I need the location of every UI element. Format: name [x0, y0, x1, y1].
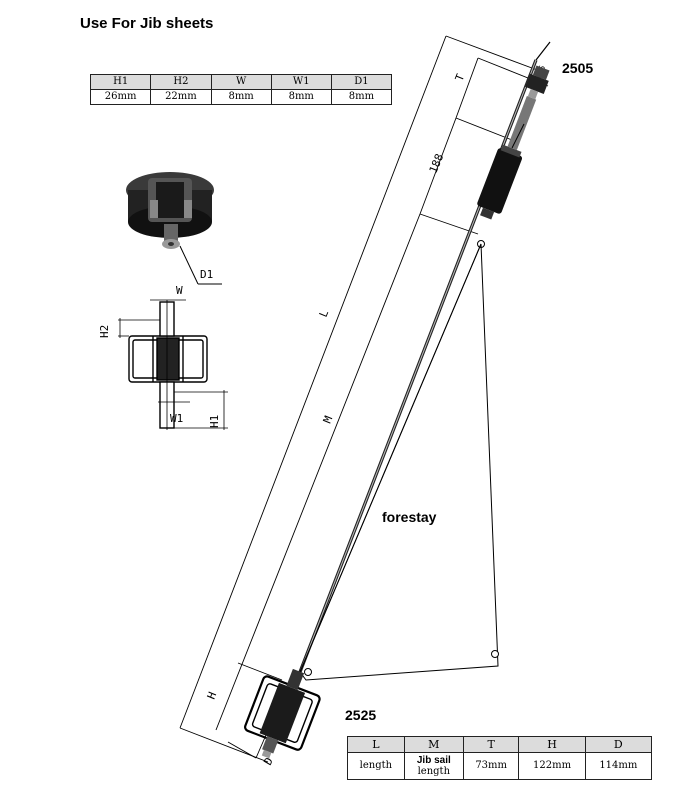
assembly-dimensions-table: L M T H D length Jib sail length 73mm 12…: [347, 736, 653, 780]
value-H: 122mm: [518, 752, 586, 780]
value-M-sub: length: [417, 766, 451, 777]
header-T: T: [462, 736, 520, 753]
top-fitting-assembly: [477, 65, 550, 220]
header-D: D: [584, 736, 653, 753]
label-M: M: [321, 414, 336, 425]
jib-sail-outline: [299, 243, 499, 681]
label-T: T: [453, 72, 468, 83]
bottom-part-number: 2525: [345, 707, 377, 723]
bottom-drum-assembly: [244, 668, 321, 759]
label-188: 188: [427, 152, 446, 175]
dimension-lines: [179, 35, 549, 763]
value-L: length: [347, 752, 405, 780]
page-title: Use For Jib sheets: [80, 15, 214, 32]
fitting-dimensions-table: H1 H2 W W1 D1 26mm 22mm 8mm 8mm 8mm: [89, 74, 393, 105]
label-h1: H1: [208, 415, 221, 428]
header-L: L: [347, 736, 405, 753]
value-M: Jib sail length: [403, 752, 464, 780]
fitting-3d-illustration: [126, 172, 222, 285]
label-w1: W1: [170, 412, 183, 425]
header-h1: H1: [89, 74, 152, 90]
value-d1: 8mm: [330, 89, 393, 105]
header-w: W: [210, 74, 272, 90]
fitting-side-view: [118, 299, 228, 430]
label-L: L: [317, 308, 332, 319]
value-T: 73mm: [462, 752, 520, 780]
value-h2: 22mm: [150, 89, 212, 105]
forestay-label: forestay: [382, 509, 437, 525]
header-M: M: [403, 736, 464, 753]
header-H: H: [518, 736, 586, 753]
label-d1: D1: [200, 268, 213, 281]
header-h2: H2: [150, 74, 212, 90]
header-d1: D1: [330, 74, 393, 90]
label-w: W: [176, 284, 183, 297]
label-H: H: [205, 690, 220, 701]
value-D: 114mm: [584, 752, 653, 780]
value-M-label: Jib sail: [416, 755, 451, 766]
label-h2: H2: [98, 325, 111, 338]
value-w: 8mm: [210, 89, 272, 105]
top-part-number: 2505: [562, 60, 594, 76]
